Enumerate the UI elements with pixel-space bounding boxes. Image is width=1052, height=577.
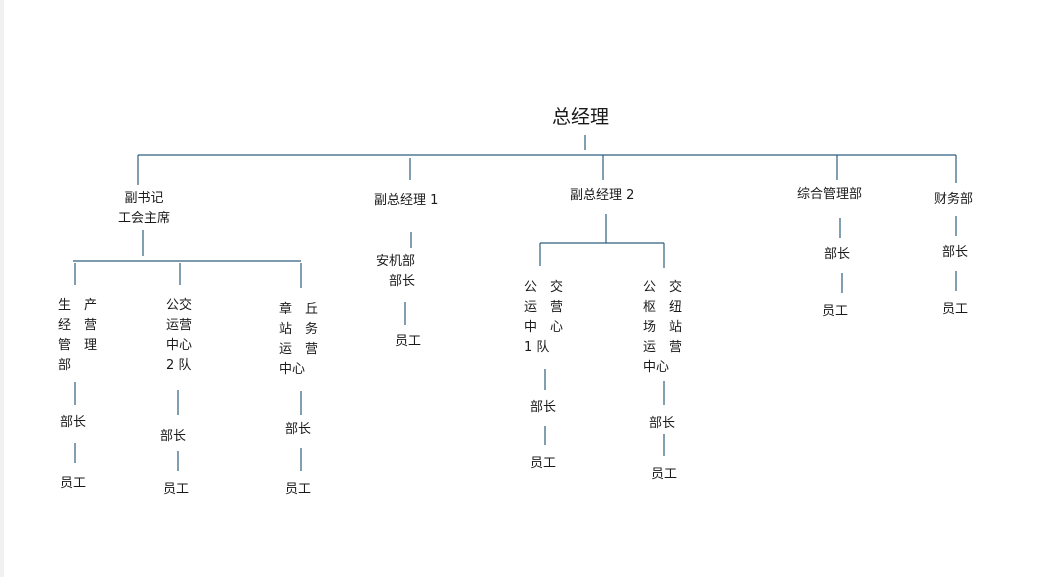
node-anjibu: 安机部 部长 [376,254,416,289]
node-zhangqiu-station: 章 丘 站 务 运 营 中心 [279,302,319,377]
node-d2-staff: 员工 [651,467,678,482]
node-c1-head: 部长 [60,415,87,430]
node-bus-hub-station: 公 交 枢 纽 场 站 运 营 中心 [643,280,683,375]
node-c2-staff: 员工 [163,482,190,497]
node-caiwu-staff: 员工 [942,302,969,317]
node-deputy-gm-2: 副总经理 2 [570,188,635,203]
node-c1-staff: 员工 [60,476,87,491]
node-deputy-secretary: 副书记 工会主席 [117,191,170,226]
node-d1-staff: 员工 [530,456,557,471]
node-d1-head: 部长 [530,400,557,415]
node-finance-dept: 财务部 [934,192,974,207]
node-production-dept: 生 产 经 营 管 理 部 [58,298,98,373]
node-anjibu-staff: 员工 [395,334,422,349]
node-zonghe-head: 部长 [824,247,851,262]
node-d2-head: 部长 [649,416,676,431]
node-zonghe-staff: 员工 [822,304,849,319]
node-c3-staff: 员工 [285,482,312,497]
node-bus-center-team-2: 公交 运营 中心 2 队 [166,298,193,373]
node-c3-head: 部长 [285,422,312,437]
page-left-edge [0,0,4,577]
node-general-admin-dept: 综合管理部 [797,187,863,202]
node-caiwu-head: 部长 [942,245,969,260]
node-general-manager: 总经理 [552,106,610,128]
node-bus-center-team-1: 公 交 运 营 中 心 1 队 [524,280,564,355]
node-deputy-gm-1: 副总经理 1 [374,193,439,208]
node-c2-head: 部长 [160,429,187,444]
